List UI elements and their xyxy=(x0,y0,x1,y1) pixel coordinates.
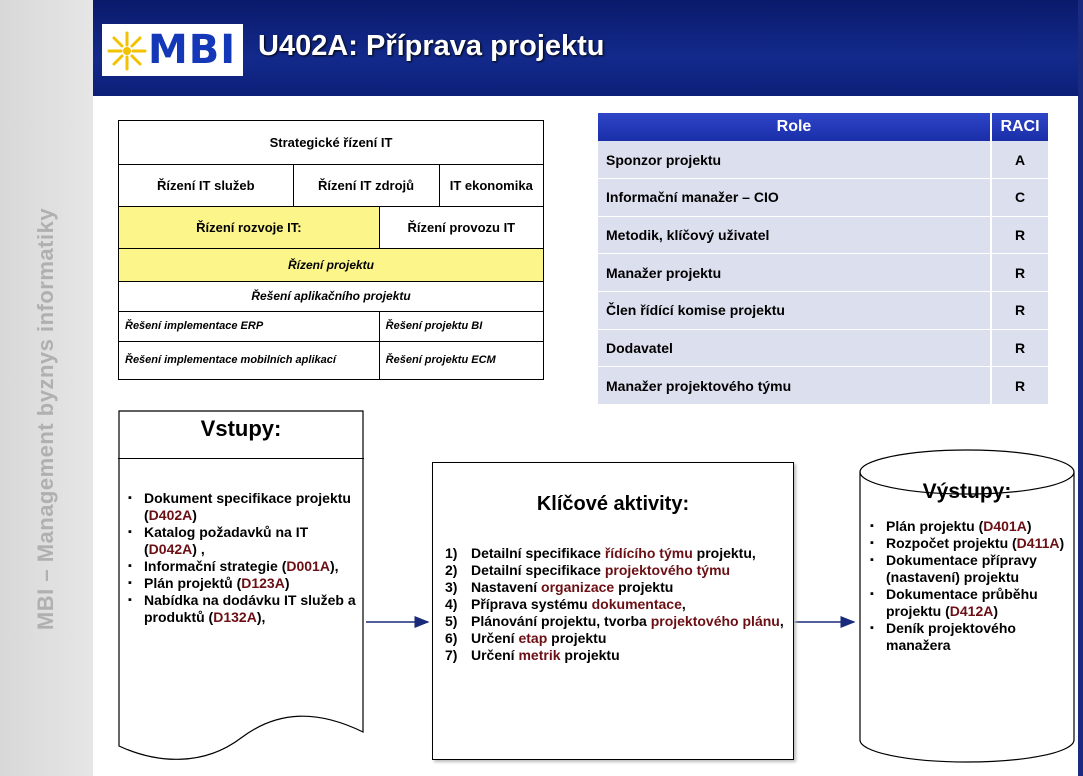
star-icon xyxy=(107,31,147,71)
raci-header-raci: RACI xyxy=(990,113,1048,142)
arch-erp: Řešení implementace ERP xyxy=(118,310,380,342)
header-bar xyxy=(93,0,1078,96)
list-item: Katalog požadavků na IT (D042A) , xyxy=(124,524,356,558)
list-item: Deník projektového manažera xyxy=(866,620,1070,654)
right-strip xyxy=(1078,0,1083,776)
page-title: U402A: Příprava projektu xyxy=(258,30,605,62)
arch-it-services: Řízení IT služeb xyxy=(118,164,294,208)
list-item: Dokumentace průběhu projektu (D412A) xyxy=(866,586,1070,620)
raci-value: R xyxy=(990,366,1048,405)
outputs-list: Plán projektu (D401A) Rozpočet projektu … xyxy=(866,518,1070,654)
raci-value: R xyxy=(990,329,1048,368)
logo: MBI xyxy=(102,24,243,76)
arch-application-project: Řešení aplikačního projektu xyxy=(118,280,544,312)
list-item: 4)Příprava systému dokumentace, xyxy=(445,596,686,612)
arch-it-economics: IT ekonomika xyxy=(438,164,545,208)
inputs-list: Dokument specifikace projektu (D402A) Ka… xyxy=(124,490,356,626)
inputs-title: Vstupy: xyxy=(200,416,282,441)
raci-role: Dodavatel xyxy=(598,329,991,368)
raci-role: Manažer projektu xyxy=(598,253,991,293)
raci-role: Člen řídící komise projektu xyxy=(598,291,991,330)
raci-header-role: Role xyxy=(598,113,991,142)
arch-mobile: Řešení implementace mobilních aplikací xyxy=(118,340,380,381)
raci-value: R xyxy=(990,216,1048,255)
arch-it-development: Řízení rozvoje IT: xyxy=(118,206,380,250)
list-item: Dokument specifikace projektu (D402A) xyxy=(124,490,356,524)
list-item: 7)Určení metrik projektu xyxy=(445,647,620,663)
side-title: MBI – Management byznys informatiky xyxy=(33,207,58,631)
list-item: Rozpočet projektu (D411A) xyxy=(866,535,1070,552)
list-item: 2)Detailní specifikace projektového týmu xyxy=(445,562,731,578)
list-item: Plán projektů (D123A) xyxy=(124,575,356,592)
inputs-box: Vstupy: Dokument specifikace projektu (D… xyxy=(118,410,364,765)
activities-list: 1)Detailní specifikace řídícího týmu pro… xyxy=(445,545,785,664)
arch-project-management: Řízení projektu xyxy=(118,248,544,282)
outputs-title: Výstupy: xyxy=(922,480,1012,503)
raci-role: Informační manažer – CIO xyxy=(598,178,991,217)
arch-it-resources: Řízení IT zdrojů xyxy=(292,164,440,208)
list-item: 1)Detailní specifikace řídícího týmu pro… xyxy=(445,545,756,561)
arch-ecm: Řešení projektu ECM xyxy=(378,340,545,381)
architecture-table: Strategické řízení IT Řízení IT služeb Ř… xyxy=(118,119,545,381)
list-item: 5)Plánování projektu, tvorba projektovéh… xyxy=(445,613,784,629)
raci-role: Sponzor projektu xyxy=(598,141,991,180)
raci-value: A xyxy=(990,141,1048,180)
side-band: MBI – Management byznys informatiky xyxy=(0,0,93,776)
list-item: Dokumentace přípravy (nastavení) projekt… xyxy=(866,552,1070,586)
arch-bi: Řešení projektu BI xyxy=(378,310,545,342)
list-item: Nabídka na dodávku IT služeb a produktů … xyxy=(124,592,356,626)
list-item: Informační strategie (D001A), xyxy=(124,558,356,575)
arch-it-operations: Řízení provozu IT xyxy=(378,206,545,250)
inputs-divider xyxy=(118,458,364,459)
raci-value: C xyxy=(990,178,1048,217)
outputs-box: Výstupy: Plán projektu (D401A) Rozpočet … xyxy=(858,448,1076,766)
logo-text: MBI xyxy=(148,27,237,73)
raci-value: R xyxy=(990,253,1048,293)
list-item: Plán projektu (D401A) xyxy=(866,518,1070,535)
activities-box: Klíčové aktivity: 1)Detailní specifikace… xyxy=(432,462,794,760)
list-item: 6)Určení etap projektu xyxy=(445,630,607,646)
raci-value: R xyxy=(990,291,1048,330)
raci-role: Metodik, klíčový uživatel xyxy=(598,216,991,255)
list-item: 3)Nastavení organizace projektu xyxy=(445,579,674,595)
raci-role: Manažer projektového týmu xyxy=(598,366,991,405)
arch-strategic: Strategické řízení IT xyxy=(118,119,544,166)
activities-title: Klíčové aktivity: xyxy=(536,493,690,515)
